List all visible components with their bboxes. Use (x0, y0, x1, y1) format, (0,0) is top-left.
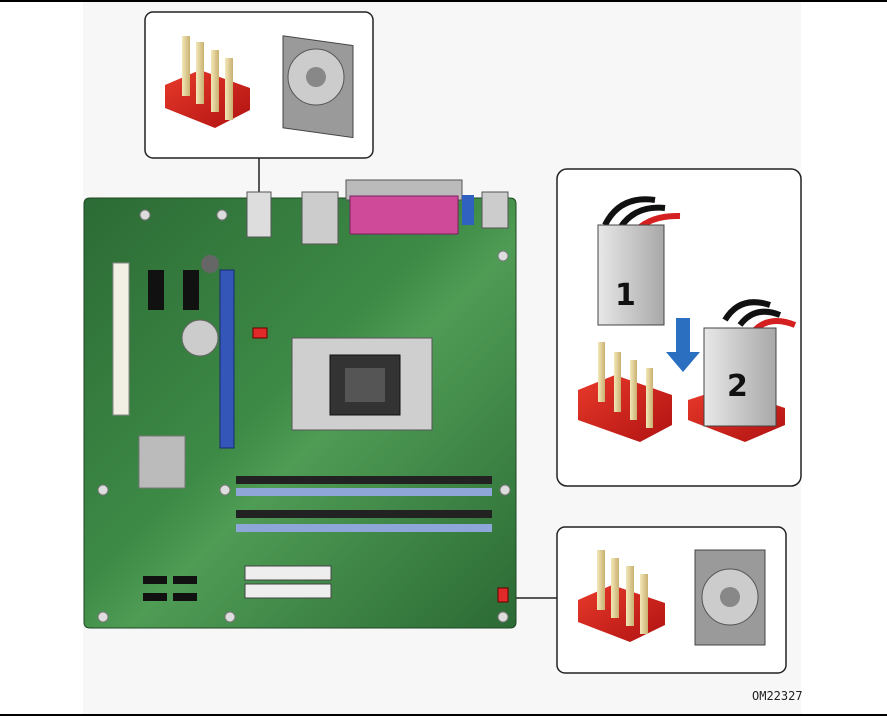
io-port (482, 192, 508, 228)
pcie-x1-slot (148, 270, 164, 310)
front-fan-header (253, 328, 267, 338)
pci-slot (113, 263, 129, 415)
header-pin (196, 42, 204, 104)
sata-connector (173, 593, 197, 601)
connector-label-2: 2 (727, 369, 748, 404)
battery (182, 320, 218, 356)
pcie-x16-slot (220, 270, 234, 448)
dimm-slot (236, 476, 492, 484)
header-pin (626, 566, 634, 626)
connector-label-1: 1 (615, 278, 636, 313)
header-pin (225, 58, 233, 120)
io-port (302, 192, 338, 244)
dimm-slot (236, 510, 492, 518)
callout-connector-orientation: 1 2 (557, 169, 801, 486)
header-pin (640, 574, 648, 634)
power-connector (245, 584, 331, 598)
figure-id-label: OM22327 (752, 689, 803, 703)
header-pin (211, 50, 219, 112)
buzzer (201, 255, 219, 273)
sata-connector (143, 593, 167, 601)
pcie-x1-slot (183, 270, 199, 310)
dimm-slot (236, 488, 492, 496)
dimm-slot (236, 524, 492, 532)
power-connector (245, 566, 331, 580)
header-pin (182, 36, 190, 96)
callout-front-fan (145, 12, 373, 158)
vga-port (462, 195, 474, 225)
motherboard (84, 180, 516, 628)
rear-fan-header (498, 588, 508, 602)
sata-connector (143, 576, 167, 584)
parallel-port (350, 196, 458, 234)
sata-connector (173, 576, 197, 584)
header-pin (611, 558, 619, 618)
io-port (247, 192, 271, 237)
chipset-heatsink (139, 436, 185, 488)
header-pin (597, 550, 605, 610)
callout-rear-fan (557, 527, 786, 673)
